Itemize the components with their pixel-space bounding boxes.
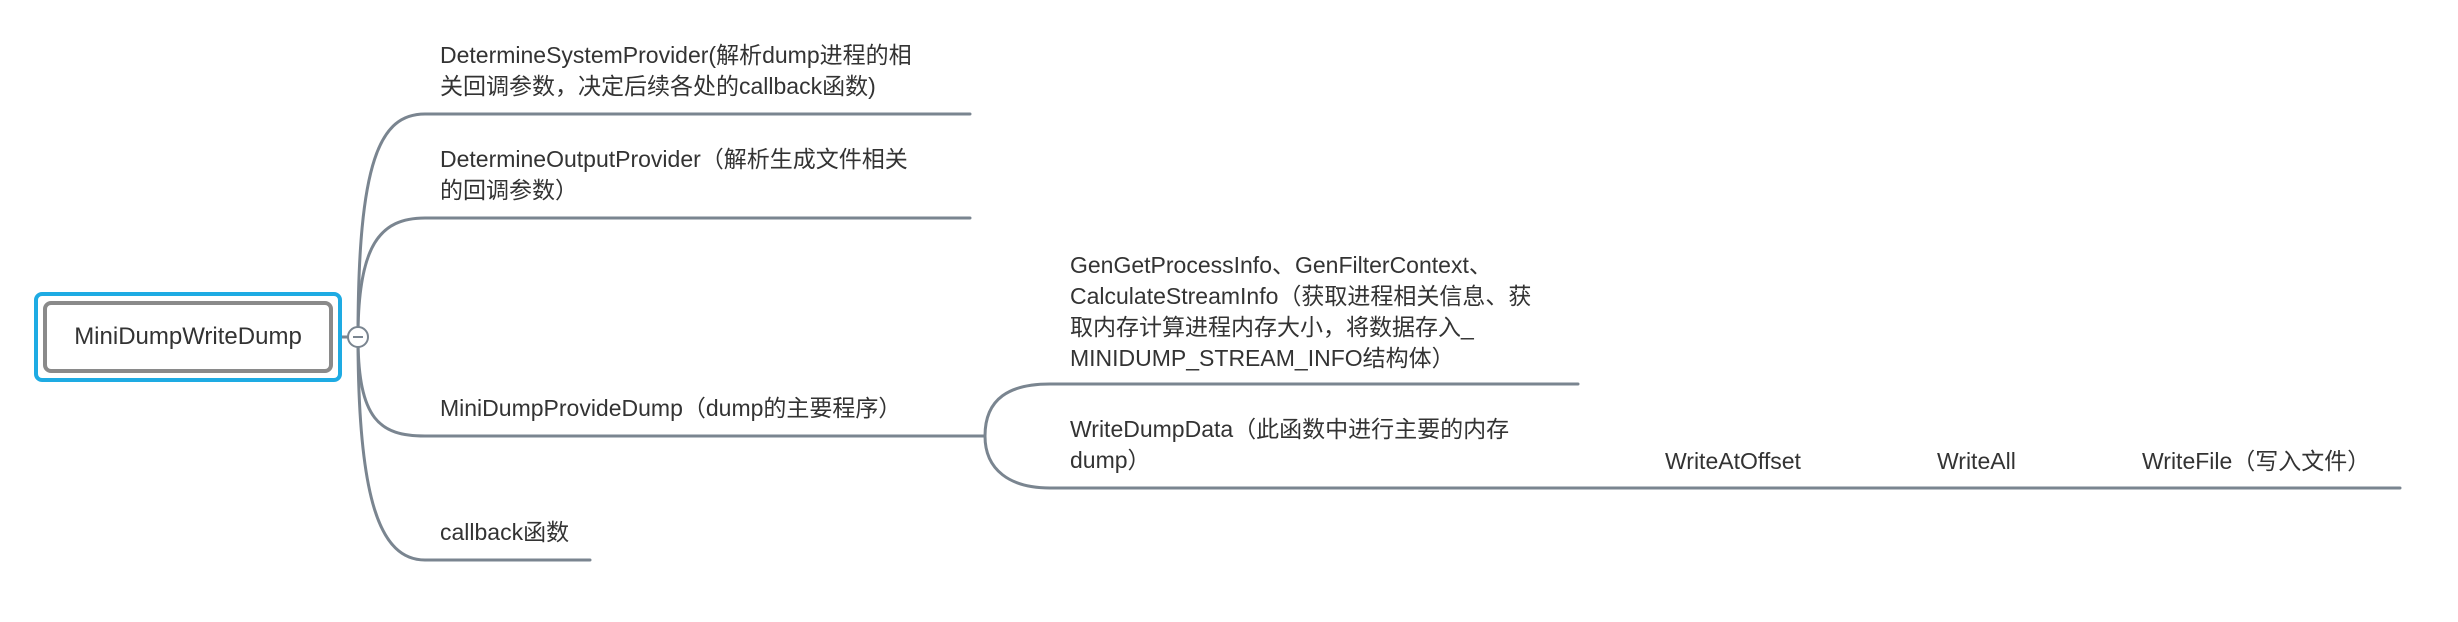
topic-line: WriteFile（写入文件） xyxy=(2142,448,2371,474)
connector-gen-process-info xyxy=(983,382,1580,438)
collapse-toggle-button[interactable] xyxy=(347,326,369,348)
topic-line: WriteAll xyxy=(1937,448,2016,474)
topic-line: dump） xyxy=(1070,447,1151,473)
connector-output-provider xyxy=(356,216,972,339)
topic-line: 的回调参数） xyxy=(440,177,578,203)
topic-minidump-provide-dump[interactable]: MiniDumpProvideDump（dump的主要程序） xyxy=(440,393,901,424)
topic-write-dump-data[interactable]: WriteDumpData（此函数中进行主要的内存 dump） xyxy=(1070,414,1509,476)
topic-callback[interactable]: callback函数 xyxy=(440,517,569,548)
connector-write-dump-data xyxy=(983,434,2402,490)
topic-write-at-offset[interactable]: WriteAtOffset xyxy=(1665,446,1801,477)
topic-line: MiniDumpProvideDump（dump的主要程序） xyxy=(440,395,902,421)
root-node[interactable]: MiniDumpWriteDump xyxy=(34,292,342,382)
topic-write-all[interactable]: WriteAll xyxy=(1937,446,2016,477)
topic-line: 关回调参数，决定后续各处的callback函数) xyxy=(440,73,876,99)
topic-line: MINIDUMP_STREAM_INFO结构体） xyxy=(1070,345,1455,371)
root-node-box: MiniDumpWriteDump xyxy=(43,301,333,373)
root-node-label: MiniDumpWriteDump xyxy=(74,323,302,350)
topic-line: CalculateStreamInfo（获取进程相关信息、获 xyxy=(1070,283,1532,309)
topic-determine-output-provider[interactable]: DetermineOutputProvider（解析生成文件相关 的回调参数） xyxy=(440,144,908,206)
topic-gen-process-info[interactable]: GenGetProcessInfo、GenFilterContext、 Calc… xyxy=(1070,250,1531,374)
topic-write-file[interactable]: WriteFile（写入文件） xyxy=(2142,446,2370,477)
connector-system-provider xyxy=(356,112,972,339)
connector-callback xyxy=(356,335,592,562)
topic-line: DetermineOutputProvider（解析生成文件相关 xyxy=(440,146,908,172)
topic-line: WriteAtOffset xyxy=(1665,448,1801,474)
minus-circle-icon xyxy=(353,336,363,338)
topic-line: callback函数 xyxy=(440,519,570,545)
topic-line: 取内存计算进程内存大小，将数据存入_ xyxy=(1070,314,1474,340)
topic-line: DetermineSystemProvider(解析dump进程的相 xyxy=(440,42,912,68)
topic-determine-system-provider[interactable]: DetermineSystemProvider(解析dump进程的相 关回调参数… xyxy=(440,40,912,102)
topic-line: WriteDumpData（此函数中进行主要的内存 xyxy=(1070,416,1510,442)
topic-line: GenGetProcessInfo、GenFilterContext、 xyxy=(1070,252,1492,278)
